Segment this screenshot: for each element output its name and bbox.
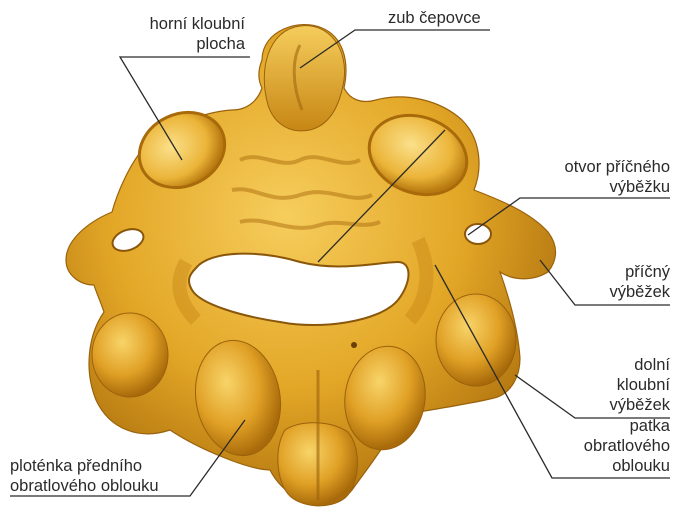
label-plotenka: ploténka předního obratlového oblouku — [10, 456, 159, 496]
label-horni-kloubni-plocha: horní kloubní plocha — [125, 14, 245, 54]
lower-lump-left — [92, 313, 168, 397]
label-otvor-pricneho-vybezku: otvor příčného výběžku — [520, 157, 670, 197]
label-dolni-kloubni-vybezek: dolní kloubní výběžek — [560, 355, 670, 415]
label-patka-obratloveho-oblouku: patka obratlového oblouku — [540, 416, 670, 476]
dark-spot — [351, 342, 357, 348]
label-zub-cepovce: zub čepovce — [388, 8, 481, 28]
label-pricny-vybezek: příčný výběžek — [560, 262, 670, 302]
